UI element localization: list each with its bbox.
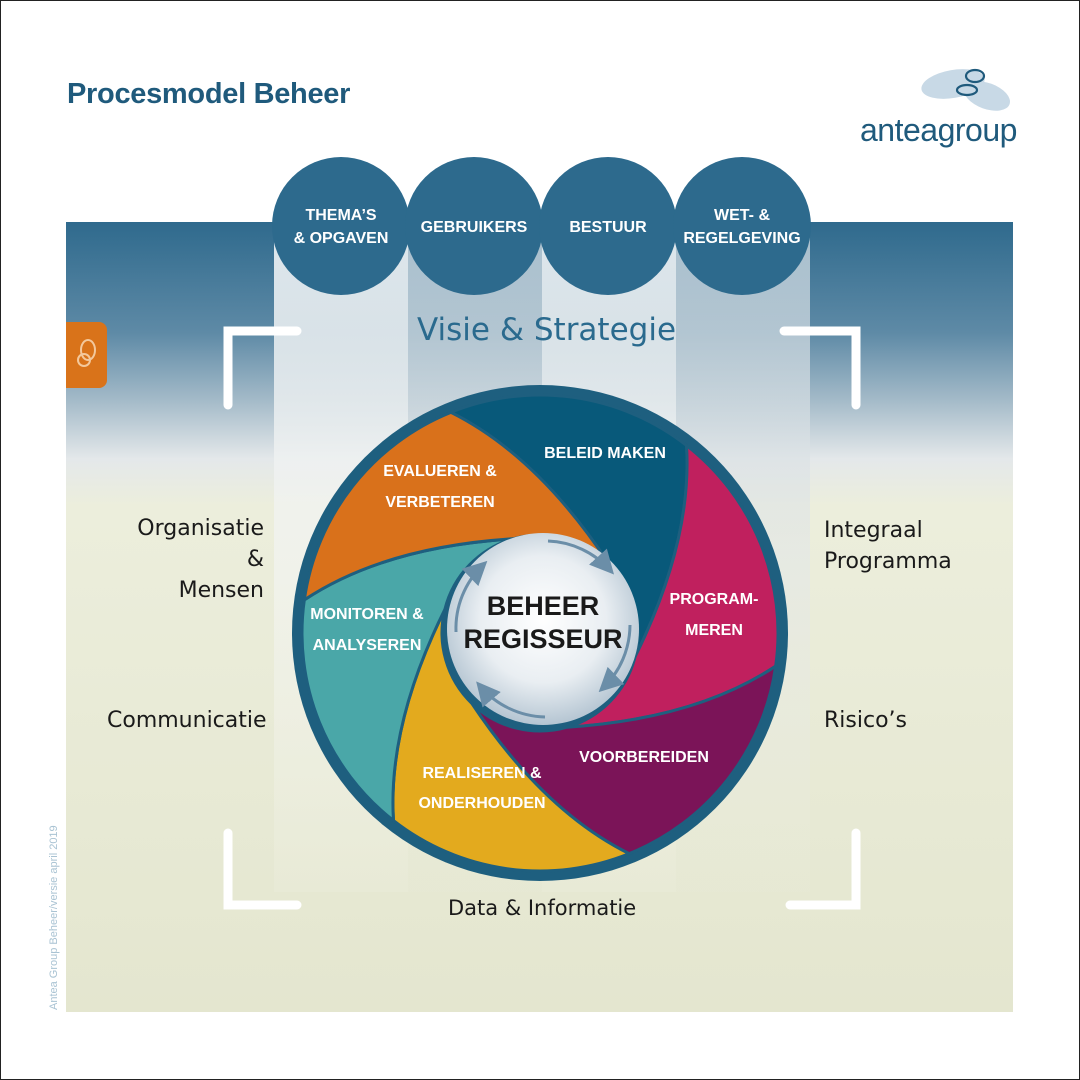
segment-evalueren	[302, 410, 610, 603]
center-hub	[447, 533, 639, 725]
circle-themas	[272, 157, 410, 295]
top-circles: THEMA’S & OPGAVEN GEBRUIKERS BESTUUR WET…	[272, 157, 811, 295]
corner-brackets	[223, 326, 861, 910]
segment-label-program-l1: PROGRAM-	[670, 591, 759, 608]
version-note: Antea Group Beheer/versie april 2019	[48, 825, 60, 1010]
circle-wet-l1: WET- &	[714, 207, 770, 224]
communicatie-label: Communicatie	[107, 708, 267, 733]
segment-label-realiseren-l2: ONDERHOUDEN	[418, 795, 545, 812]
segment-label-monitoren-l2: ANALYSEREN	[313, 637, 422, 654]
logo-suffix: group	[937, 112, 1018, 148]
center-label-l2: REGISSEUR	[463, 624, 622, 654]
page-title: Procesmodel Beheer	[67, 78, 351, 110]
circle-themas-l1: THEMA’S	[305, 207, 376, 224]
segment-label-monitoren-l1: MONITOREN &	[310, 606, 424, 623]
integraal-line2: Programma	[824, 549, 952, 574]
data-informatie-label: Data & Informatie	[448, 896, 637, 920]
segment-label-realiseren-l1: REALISEREN &	[422, 765, 542, 782]
segment-label-evalueren-l2: VERBETEREN	[385, 494, 494, 511]
orange-side-tab	[66, 322, 107, 388]
segment-label-voorbereiden: VOORBEREIDEN	[579, 749, 709, 766]
organisatie-line1: Organisatie &	[137, 516, 264, 572]
circle-bestuur-l1: BESTUUR	[569, 219, 647, 236]
cycle-arrows	[454, 539, 632, 719]
segment-label-evalueren-l1: EVALUEREN &	[383, 463, 497, 480]
circle-themas-l2: & OPGAVEN	[294, 230, 389, 247]
circle-wet-l2: REGELGEVING	[683, 230, 800, 247]
visie-strategie-label: Visie & Strategie	[417, 312, 677, 348]
organisatie-line2: Mensen	[178, 578, 264, 603]
process-wheel: BEHEER REGISSEUR BELEID MAKEN PROGRAM- M…	[292, 385, 788, 881]
leaf-icon	[77, 339, 96, 367]
circle-wetgeving	[673, 157, 811, 295]
logo-brand: antea	[860, 112, 938, 148]
integraal-line1: Integraal	[824, 518, 923, 543]
segment-label-beleid: BELEID MAKEN	[544, 445, 666, 462]
antea-logo-icon	[921, 68, 1010, 111]
risicos-label: Risico’s	[824, 708, 907, 733]
circle-gebruikers	[405, 157, 543, 295]
logo-wordmark: anteagroup	[860, 112, 1017, 149]
circle-gebruikers-l1: GEBRUIKERS	[421, 219, 528, 236]
circle-bestuur	[539, 157, 677, 295]
center-label-l1: BEHEER	[487, 591, 600, 621]
organisatie-label: Organisatie & Mensen	[118, 513, 264, 606]
segment-label-program-l2: MEREN	[685, 622, 743, 639]
integraal-label: Integraal Programma	[824, 515, 952, 577]
